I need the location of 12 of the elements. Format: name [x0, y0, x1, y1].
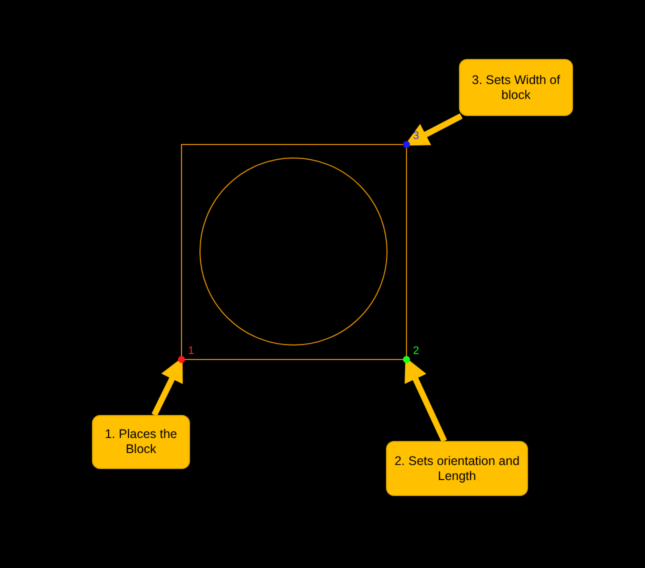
point-label: 3 [413, 130, 420, 142]
point-label: 1 [188, 345, 194, 357]
callout-text: 3. Sets Width of block [470, 72, 562, 102]
point-marker [403, 141, 410, 148]
point-marker [403, 356, 410, 363]
callout-text: 2. Sets orientation and Length [393, 454, 521, 484]
point-marker [178, 356, 185, 363]
callout-box [386, 441, 528, 496]
callout-text: 1. Places the Block [104, 427, 178, 457]
callout-box [92, 415, 190, 469]
callout-box [459, 59, 573, 116]
point-label: 2 [413, 345, 420, 357]
